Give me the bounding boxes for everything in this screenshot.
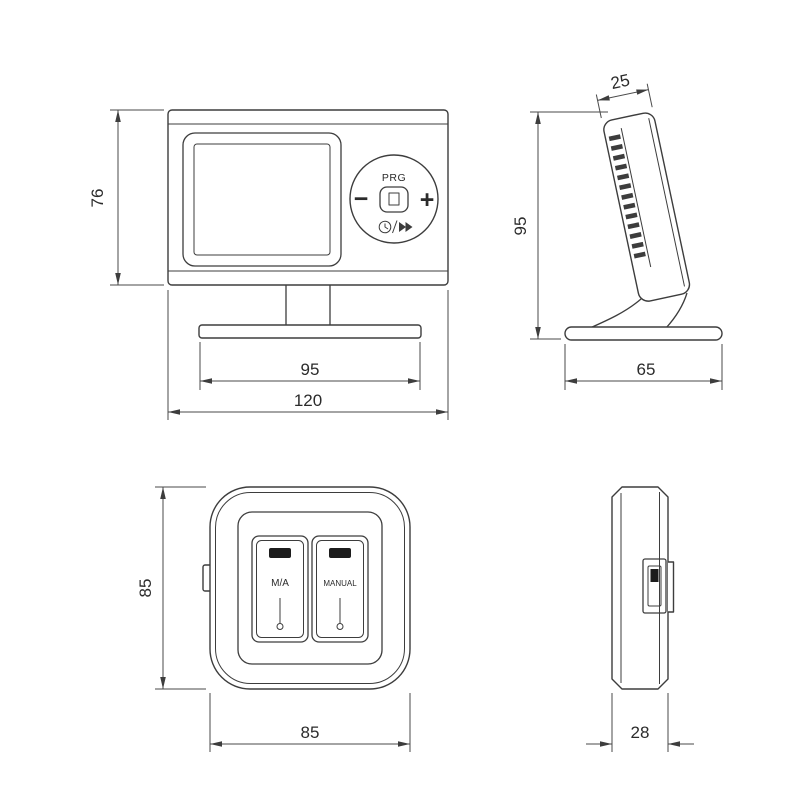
dim-front-base-95: 95 [199,342,421,390]
arrowhead [168,409,180,415]
arrowhead [160,677,166,689]
cover-outer [209,486,411,690]
arrowhead [565,378,577,384]
rocker-left: M/A [251,535,309,643]
arrowhead [408,378,420,384]
ok-button-square [388,192,400,206]
front-grille-line [620,128,652,268]
arrowhead [210,741,222,747]
arrowhead [597,95,610,101]
dimension-label: 95 [511,217,530,236]
slash-mark [392,220,398,234]
dimension-label: 95 [301,360,320,379]
switch-rocker [647,565,662,607]
rocker-outline [311,535,369,643]
extension-lines [209,693,411,752]
cover-inner-line [215,492,405,684]
dim-front-height-76: 76 [88,109,164,286]
arrowhead [436,409,448,415]
switch-bump [668,561,675,613]
dimension-label: 76 [88,189,107,208]
tilted-body [603,112,691,302]
dimension-label: 85 [301,723,320,742]
control-pad [349,154,439,244]
switch-front-view: M/A MANUAL [202,486,411,690]
dim-side-height-95: 95 [511,111,608,340]
stand-base [198,324,422,339]
clock-hands [384,223,389,230]
dim-switch-width-85: 85 [209,693,411,752]
switch-on-mark [650,569,659,582]
arrowhead [115,273,121,285]
front-view: PRG − + [167,109,449,339]
extension-lines [564,344,723,390]
stand-base-side [564,326,723,341]
arrowhead [535,327,541,339]
clock-skip-icon [378,220,413,234]
device-body [167,109,449,286]
screen-inner [193,143,331,256]
body-profile [603,112,691,302]
device-bezel-lines [168,123,448,272]
dim-side-base-65: 65 [564,344,723,390]
face-plate [237,511,383,665]
arrowhead [398,741,410,747]
screen-outer [182,132,342,267]
extension-lines [611,693,669,752]
arrowhead [160,487,166,499]
dimension-label: 120 [294,391,322,410]
rocker-outline [251,535,309,643]
switch-side-view [611,486,675,690]
arrowhead [668,741,680,747]
skip-arrow-1 [399,222,406,232]
minus-button-label: − [354,185,369,213]
extension-lines [595,83,653,119]
rocker-label: MANUAL [323,579,357,588]
arrowhead [636,89,649,95]
back-inner-line [648,118,685,287]
arrowhead [115,110,121,122]
arrowhead [600,741,612,747]
rocker-inner-line [316,540,364,638]
dimension-label: 28 [631,723,650,742]
dim-side-thickness-25: 25 [595,71,653,119]
stand-neck-left [589,298,642,329]
rocker-on-mark [269,548,291,558]
vent-louvers [608,134,646,259]
arrowhead [535,112,541,124]
profile-lines [620,492,660,684]
plus-button-label: + [420,186,435,214]
arrowhead [710,378,722,384]
dimension-label: 25 [609,71,631,94]
rocker-right: MANUAL [311,535,369,643]
dim-switch-depth-28: 28 [586,693,694,752]
clock-face [378,220,392,234]
extension-lines [199,342,421,390]
dim-switch-height-85: 85 [136,486,206,690]
rocker-label: M/A [271,578,289,589]
stand-stem [285,285,331,325]
rocker-inner-line [256,540,304,638]
extension-lines [530,111,608,340]
ok-button [379,186,409,213]
thermometer-bulb [336,623,344,630]
body-profile [611,486,669,690]
extension-lines [110,109,164,286]
rocker-on-mark [329,548,351,558]
side-view [564,112,723,341]
dimension-label: 65 [637,360,656,379]
skip-arrow-2 [405,222,413,232]
stand-neck-right [665,292,688,329]
prg-label: PRG [382,172,406,184]
extension-lines [167,290,449,420]
dimension-label: 85 [136,579,155,598]
thermometer-bulb [276,623,284,630]
dim-front-width-120: 120 [167,290,449,420]
switch-frame [642,558,667,614]
arrowhead [200,378,212,384]
